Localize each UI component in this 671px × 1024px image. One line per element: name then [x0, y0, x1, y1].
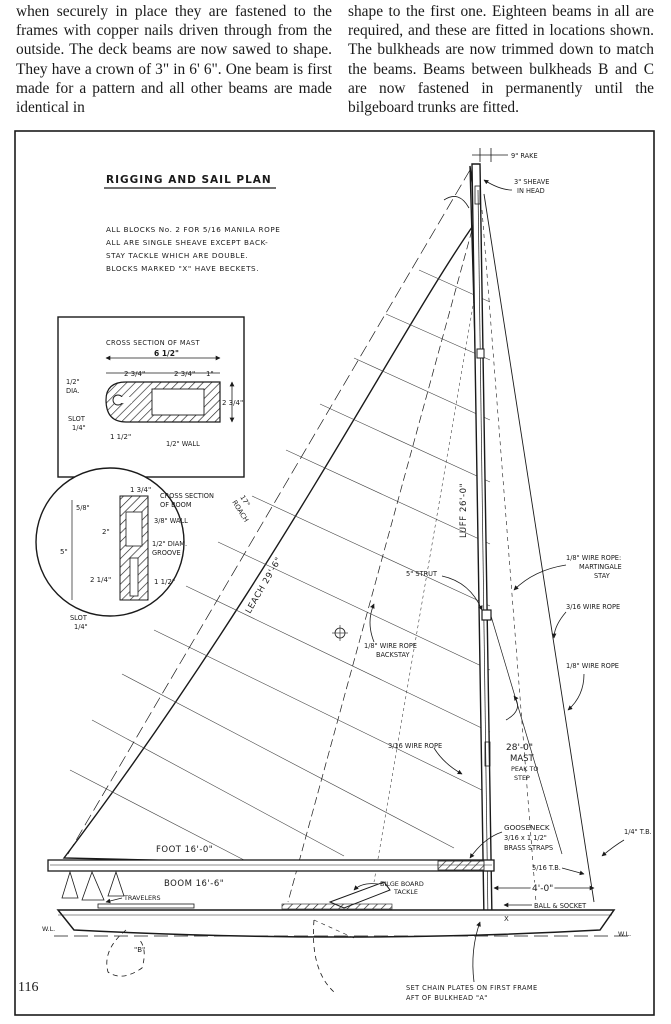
- rigging-sail-plan-drawing: RIGGING AND SAIL PLAN ALL BLOCKS No. 2 F…: [14, 130, 655, 1016]
- mast-depth-label: 2 3/4": [222, 399, 243, 407]
- text-column-left: when securely in place they are fastened…: [16, 2, 332, 117]
- shroud-wire: [481, 209, 537, 903]
- sheave-label: IN HEAD: [517, 187, 545, 195]
- mast-dim-c: 1": [206, 370, 214, 378]
- standing-rigging: [287, 193, 595, 903]
- text-column-right: shape to the first one. Eighteen beams i…: [348, 2, 654, 117]
- boom-groove-label: GROOVE: [152, 549, 181, 557]
- boom-cross-section: CROSS SECTION OF BOOM 1 3/4" 5/8" 3/8" W…: [35, 467, 214, 631]
- martingale-label: 1/8" WIRE ROPE:: [566, 554, 621, 562]
- sheet-wire: [373, 299, 475, 883]
- mast-wall-label: 1/2" WALL: [166, 440, 200, 448]
- wire-rope-label: 3/16 WIRE ROPE: [388, 742, 442, 750]
- boom-upper-height: 2": [102, 528, 110, 536]
- mast-dim-b: 2 3/4": [174, 370, 195, 378]
- travelers-bar: [97, 903, 195, 909]
- mainsail: [62, 165, 491, 869]
- leach-chord: [67, 169, 471, 855]
- wire-rope-label: 1/8" WIRE ROPE: [566, 662, 619, 670]
- boom-groove-label: 1/2" DIAM.: [152, 540, 187, 548]
- drawing-frame: [14, 130, 655, 1016]
- mast-fitting: [476, 348, 485, 359]
- wire-rope-label: 3/16 WIRE ROPE: [566, 603, 620, 611]
- martingale-wire: [490, 615, 563, 855]
- mast-width-label: 6 1/2": [154, 349, 179, 358]
- mast-length-label: PEAK TO: [511, 765, 538, 773]
- backstay-wire: [287, 229, 473, 903]
- luff-label: LUFF 26'-0": [459, 483, 469, 538]
- rudder-outline: [106, 929, 145, 977]
- gooseneck-fitting: [437, 860, 485, 871]
- sail-outline: [62, 165, 491, 869]
- chain-plate-note: SET CHAIN PLATES ON FIRST FRAME: [406, 984, 538, 992]
- boom-length-label: BOOM 16'-6": [164, 879, 224, 889]
- martingale-label: MARTINGALE: [579, 563, 622, 571]
- plan-note-line: BLOCKS MARKED "X" HAVE BECKETS.: [106, 264, 259, 273]
- waterline-label: W.L.: [618, 930, 631, 938]
- hull-outline: [56, 909, 616, 938]
- waterline-label: W.L.: [42, 925, 55, 933]
- mast-slot-label: SLOT: [68, 415, 86, 423]
- mast-dim-a: 2 3/4": [124, 370, 145, 378]
- chain-plate-note: AFT OF BULKHEAD "A": [406, 994, 488, 1002]
- boom-section-title: OF BOOM: [160, 501, 192, 509]
- boom-slot-size: 1/4": [74, 623, 88, 631]
- foot-label: FOOT 16'-0": [156, 845, 213, 855]
- boom-section-title: CROSS SECTION: [160, 492, 214, 500]
- hull: [54, 881, 634, 993]
- mast-cross-section: CROSS SECTION OF MAST 6 1/2" 2 3/4" 2 3/…: [57, 316, 245, 478]
- page-number: 116: [16, 980, 41, 996]
- mast-length-label: STEP: [514, 774, 530, 782]
- boom-slot-label: SLOT: [70, 614, 88, 622]
- bilge-board-label: BILGE BOARD: [380, 880, 424, 888]
- gooseneck-label: 3/16 x 1 1/2": [504, 834, 547, 842]
- boom-blocks: [61, 870, 79, 899]
- batten-pocket: [443, 196, 470, 209]
- sheave-label: 3" SHEAVE: [514, 178, 549, 186]
- mast-hole-label: DIA.: [66, 387, 80, 395]
- backstay-label: 1/8" WIRE ROPE: [364, 642, 417, 650]
- mast-slot-size: 1/4": [72, 424, 86, 432]
- four-foot-dimension: 4'-0": [532, 884, 553, 894]
- boom-lower-height: 2 1/4": [90, 576, 111, 584]
- plan-header: RIGGING AND SAIL PLAN ALL BLOCKS No. 2 F…: [104, 174, 280, 273]
- rake-dimension: 9" RAKE 3" SHEAVE IN HEAD: [472, 148, 549, 195]
- plan-note-line: STAY TACKLE WHICH ARE DOUBLE.: [106, 251, 248, 260]
- body-paragraph: when securely in place they are fastened…: [16, 3, 332, 117]
- boom-left-dim: 5/8": [76, 504, 90, 512]
- mast-slot-depth: 1 1/2": [110, 433, 131, 441]
- travelers-label: TRAVELERS: [123, 894, 161, 902]
- mast-length-label: 28'-0": [506, 743, 533, 753]
- plan-note-line: ALL BLOCKS No. 2 FOR 5/16 MANILA ROPE: [106, 225, 280, 234]
- bulkhead-b-mark: "B": [134, 946, 145, 954]
- ball-socket-label: BALL & SOCKET: [534, 902, 587, 910]
- turnbuckle-label: 1/4" T.B.: [624, 828, 652, 836]
- bilge-board-label: TACKLE: [393, 888, 418, 896]
- martingale-label: STAY: [594, 572, 611, 580]
- turnbuckle-label: 5/16 T.B.: [532, 864, 561, 872]
- sail-cloth-seams: [69, 269, 491, 861]
- boom-slot-depth: 1 1/2": [154, 578, 175, 586]
- gooseneck-label: GOOSENECK: [504, 823, 550, 832]
- boom-width-label: 1 3/4": [130, 486, 151, 494]
- boom-total-height: 5": [60, 548, 68, 556]
- backstay-label: BACKSTAY: [376, 651, 411, 659]
- becket-mark: X: [504, 915, 509, 923]
- forestay-wire: [483, 193, 595, 903]
- mast-hole-label: 1/2": [66, 378, 80, 386]
- strut-label: 5" STRUT: [406, 570, 438, 578]
- rigging-callouts: 5" STRUT 1/8" WIRE ROPE: MARTINGALE STAY…: [42, 554, 652, 1002]
- boom: [47, 859, 495, 901]
- boom-wall-label: 3/8" WALL: [154, 517, 188, 525]
- plan-note-line: ALL ARE SINGLE SHEAVE EXCEPT BACK-: [106, 238, 268, 247]
- body-paragraph: shape to the first one. Eighteen beams i…: [348, 3, 654, 117]
- plan-title: RIGGING AND SAIL PLAN: [106, 174, 272, 186]
- mast-length-label: MAST: [510, 754, 535, 764]
- strut-fitting: [481, 609, 492, 621]
- mast-section-title: CROSS SECTION OF MAST: [106, 339, 200, 347]
- rake-label: 9" RAKE: [511, 152, 538, 160]
- gooseneck-label: BRASS STRAPS: [504, 844, 553, 852]
